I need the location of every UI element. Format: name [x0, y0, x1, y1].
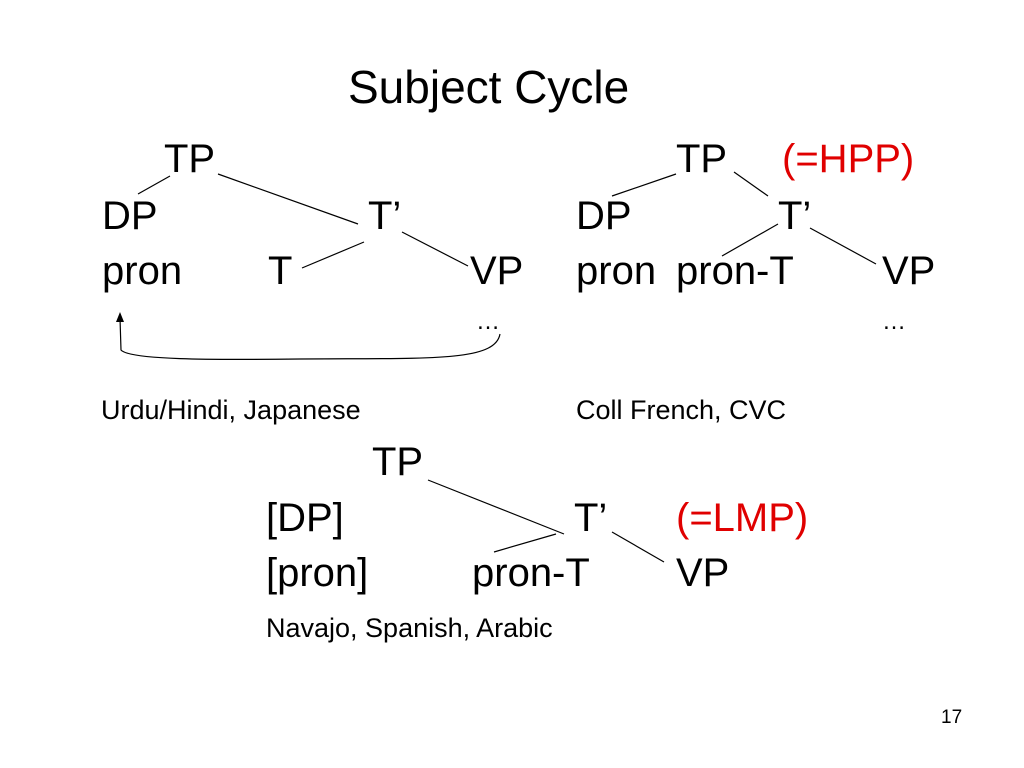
movement-arrow — [119, 317, 501, 361]
tree3-pron-node: [pron] — [266, 551, 369, 595]
branch-tbar-t — [301, 241, 365, 269]
tree1-pron-node: pron — [102, 249, 183, 293]
tree2-hpp-label: (=HPP) — [782, 137, 915, 181]
slide-title: Subject Cycle — [348, 61, 630, 113]
tree3-lmp-label: (=LMP) — [676, 496, 809, 540]
tree1-languages: Urdu/Hindi, Japanese — [101, 395, 361, 425]
tree1-tbar-node: T’ — [368, 194, 402, 238]
tree1-vp-node: VP — [470, 249, 524, 293]
tree1-ellipsis: … — [476, 308, 500, 335]
branch-tp-dp-2 — [611, 173, 677, 197]
tree2-pron-node: pron — [576, 249, 657, 293]
tree2-tbar-node: T’ — [778, 194, 812, 238]
tree2-ellipsis: … — [882, 308, 906, 335]
branch-tp-tbar-3 — [427, 479, 565, 535]
arrowhead — [116, 312, 124, 322]
branch-tbar-pront-2 — [721, 223, 779, 257]
branch-tp-dp — [137, 175, 171, 195]
branch-tp-tbar — [217, 173, 359, 225]
tree2-pron-t-node: pron-T — [676, 249, 794, 293]
branch-tbar-vp — [401, 231, 469, 267]
tree2-vp-node: VP — [882, 249, 936, 293]
tree2-languages: Coll French, CVC — [576, 395, 787, 425]
tree3-tp-node: TP — [372, 440, 424, 484]
tree3-tbar-node: T’ — [574, 496, 608, 540]
branch-tbar-vp-3 — [611, 531, 665, 563]
tree3-pron-t-node: pron-T — [472, 551, 590, 595]
tree1-t-node: T — [268, 249, 293, 293]
slide-number: 17 — [941, 707, 963, 728]
tree3-vp-node: VP — [676, 551, 730, 595]
tree1-dp-node: DP — [102, 194, 158, 238]
branch-tbar-pront-3 — [493, 533, 557, 553]
tree2-dp-node: DP — [576, 194, 632, 238]
tree3-languages: Navajo, Spanish, Arabic — [266, 613, 553, 643]
tree3-dp-node: [DP] — [266, 496, 344, 540]
tree1-tp-node: TP — [164, 137, 216, 181]
tree2-tp-node: TP — [676, 137, 728, 181]
branch-tp-tbar-2 — [733, 171, 769, 197]
branch-tbar-vp-2 — [809, 227, 877, 265]
